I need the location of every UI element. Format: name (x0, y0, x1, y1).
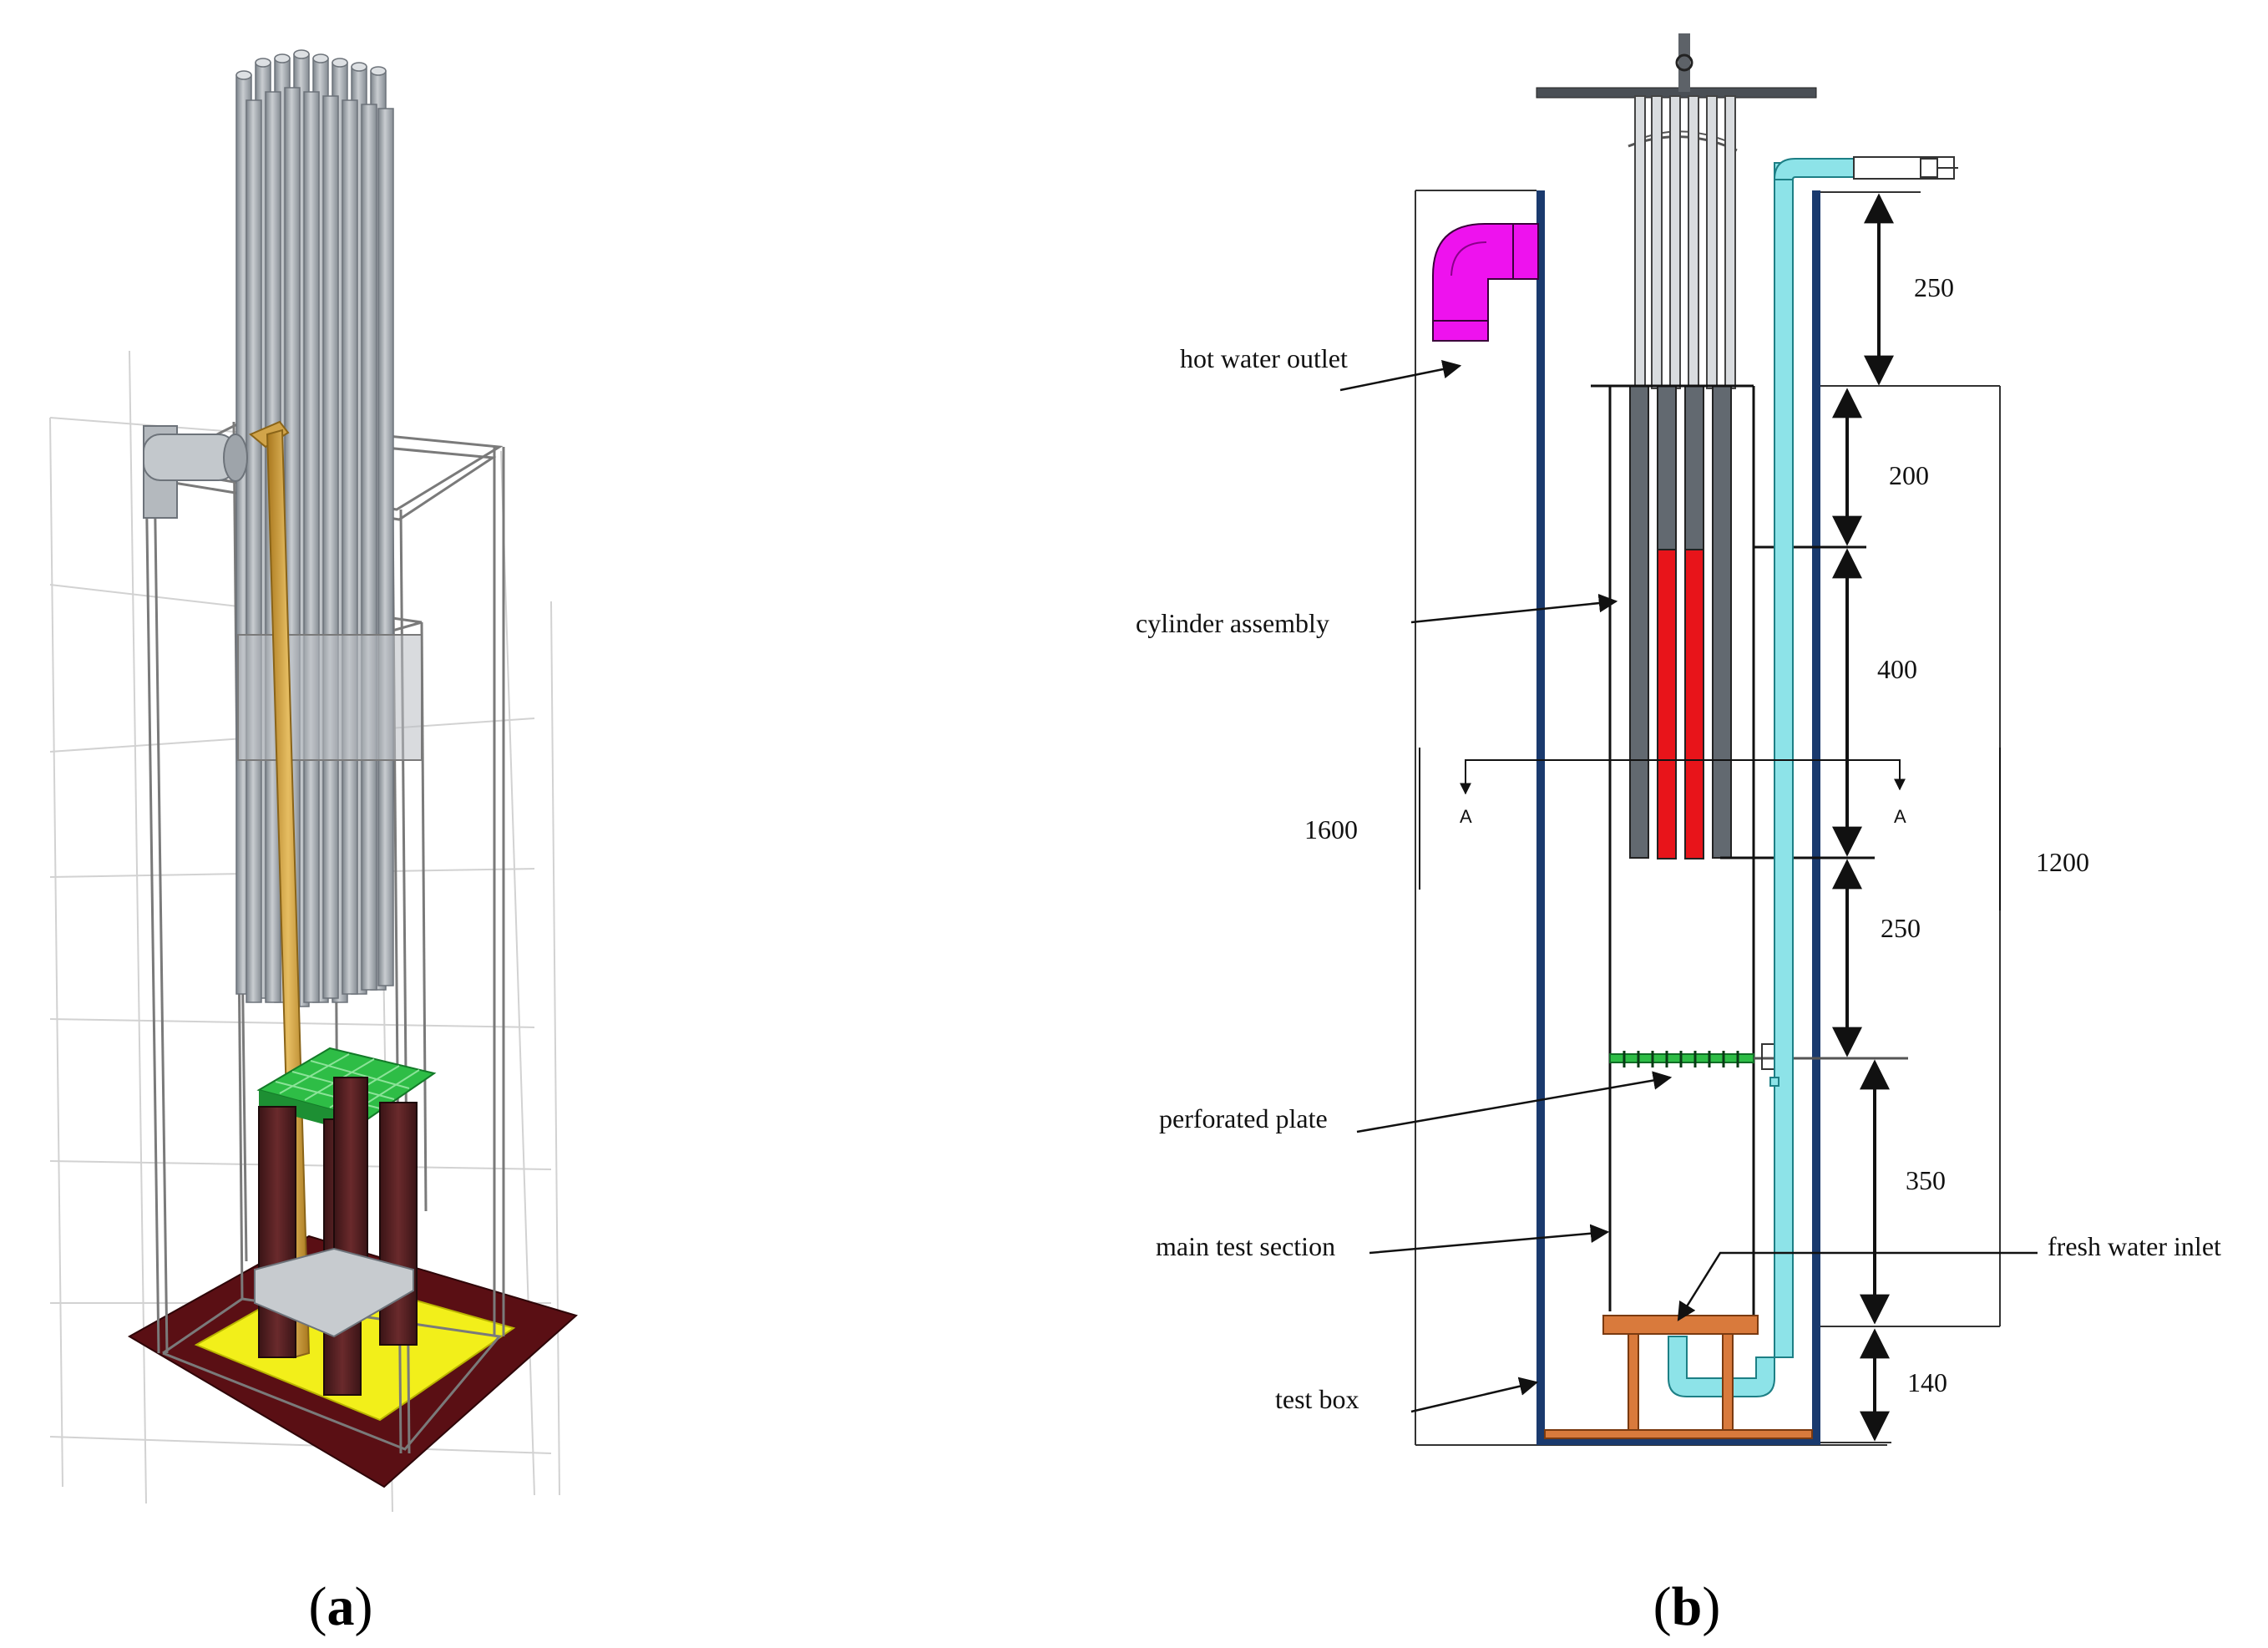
section-mark-left: A (1460, 806, 1472, 827)
leader-fresh-water-inlet (1677, 1251, 2038, 1321)
collar-frame (254, 1247, 414, 1338)
dim-250-mid: 250 (1881, 913, 1921, 943)
dim-250-top: 250 (1914, 272, 1954, 302)
dimension-arrows (1832, 193, 1894, 1442)
leader-perforated-plate (1356, 1071, 1673, 1133)
cylinder-shroud (237, 634, 423, 761)
label-perforated-plate: perforated plate (1159, 1103, 1328, 1133)
dim-1600: 1600 (1304, 814, 1358, 844)
test-box-walls (1536, 190, 1820, 1445)
panel-b-schematic: A A 250 200 400 250 350 140 1600 1200 ho… (1136, 33, 2221, 1446)
dim-1200: 1200 (2036, 847, 2089, 877)
label-test-box: test box (1275, 1384, 1359, 1414)
dim-400: 400 (1877, 654, 1917, 684)
section-cut-a-a (1419, 748, 2001, 910)
outlet-elbow-3d (143, 425, 248, 519)
leader-cylinder-assembly (1410, 593, 1618, 624)
bottom-support (1544, 1315, 1813, 1439)
main-test-section-column (1608, 386, 1755, 1316)
label-fresh-water-inlet: fresh water inlet (2048, 1231, 2221, 1261)
dimension-ext-lines (1820, 191, 1971, 1443)
label-cylinder-assembly: cylinder assembly (1136, 608, 1329, 638)
perforated-plate (1609, 1043, 1908, 1070)
caption-a: (a) (309, 1576, 373, 1637)
label-hot-water-outlet: hot water outlet (1180, 343, 1348, 373)
leader-hot-water-outlet (1339, 359, 1462, 392)
gold-feed-pipe (249, 420, 311, 1359)
leader-main-test-section (1369, 1224, 1610, 1255)
dim-200: 200 (1889, 460, 1929, 490)
dim-140: 140 (1907, 1367, 1947, 1397)
label-main-test-section: main test section (1156, 1231, 1335, 1261)
hot-water-outlet-elbow (1432, 223, 1539, 342)
rod-bundle (235, 49, 394, 1007)
cylinder-assembly-rods (1629, 385, 1732, 859)
panel-a-3d-model (49, 49, 579, 1513)
dim-350: 350 (1906, 1165, 1946, 1195)
cylinder-assembly-top-line (1591, 384, 1875, 859)
caption-b: (b) (1653, 1576, 1721, 1637)
leader-test-box (1410, 1377, 1539, 1413)
section-mark-right: A (1894, 806, 1906, 827)
